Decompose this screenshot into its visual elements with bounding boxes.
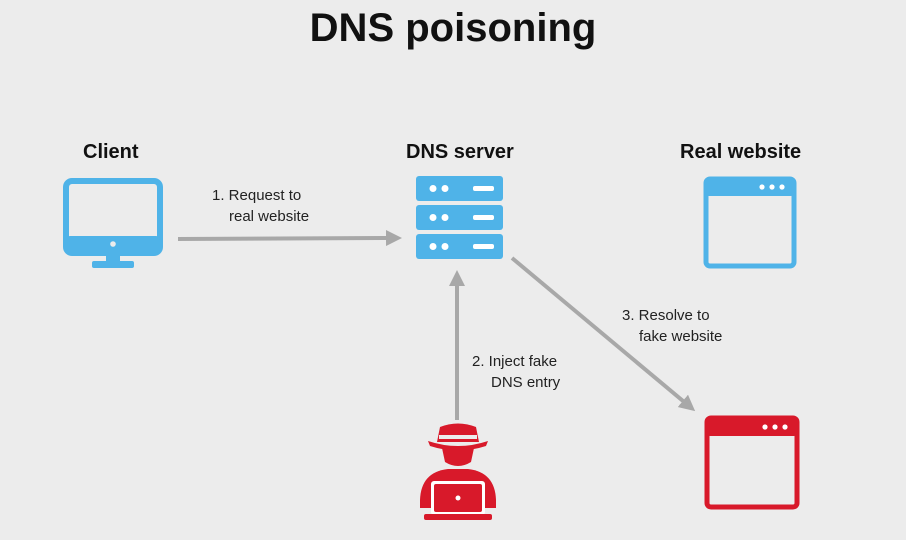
step-1-label: 1. Request to real website (212, 185, 309, 227)
real-website-browser-icon (703, 176, 797, 269)
step-1-line-2: real website (229, 208, 310, 225)
step-3-label: 3. Resolve to fake website (622, 305, 722, 347)
hacker-icon (420, 423, 496, 520)
step-1-line-1: 1. Request to (212, 187, 302, 204)
step-3-line-1: 3. Resolve to (622, 307, 710, 324)
client-label: Client (83, 141, 139, 163)
diagram-title: DNS poisoning (309, 6, 597, 50)
step-2-line-2: DNS entry (491, 374, 561, 391)
fake-website-browser-icon (704, 415, 800, 510)
monitor-icon (63, 178, 163, 268)
resolve-arrow (510, 256, 696, 412)
step-3-line-2: fake website (639, 328, 723, 345)
request-arrow (177, 230, 402, 247)
step-2-line-1: 2. Inject fake (472, 353, 558, 370)
real-website-label: Real website (680, 141, 802, 163)
server-stack-icon (416, 176, 503, 259)
dns-server-label: DNS server (406, 141, 514, 163)
step-2-label: 2. Inject fake DNS entry (472, 351, 560, 393)
